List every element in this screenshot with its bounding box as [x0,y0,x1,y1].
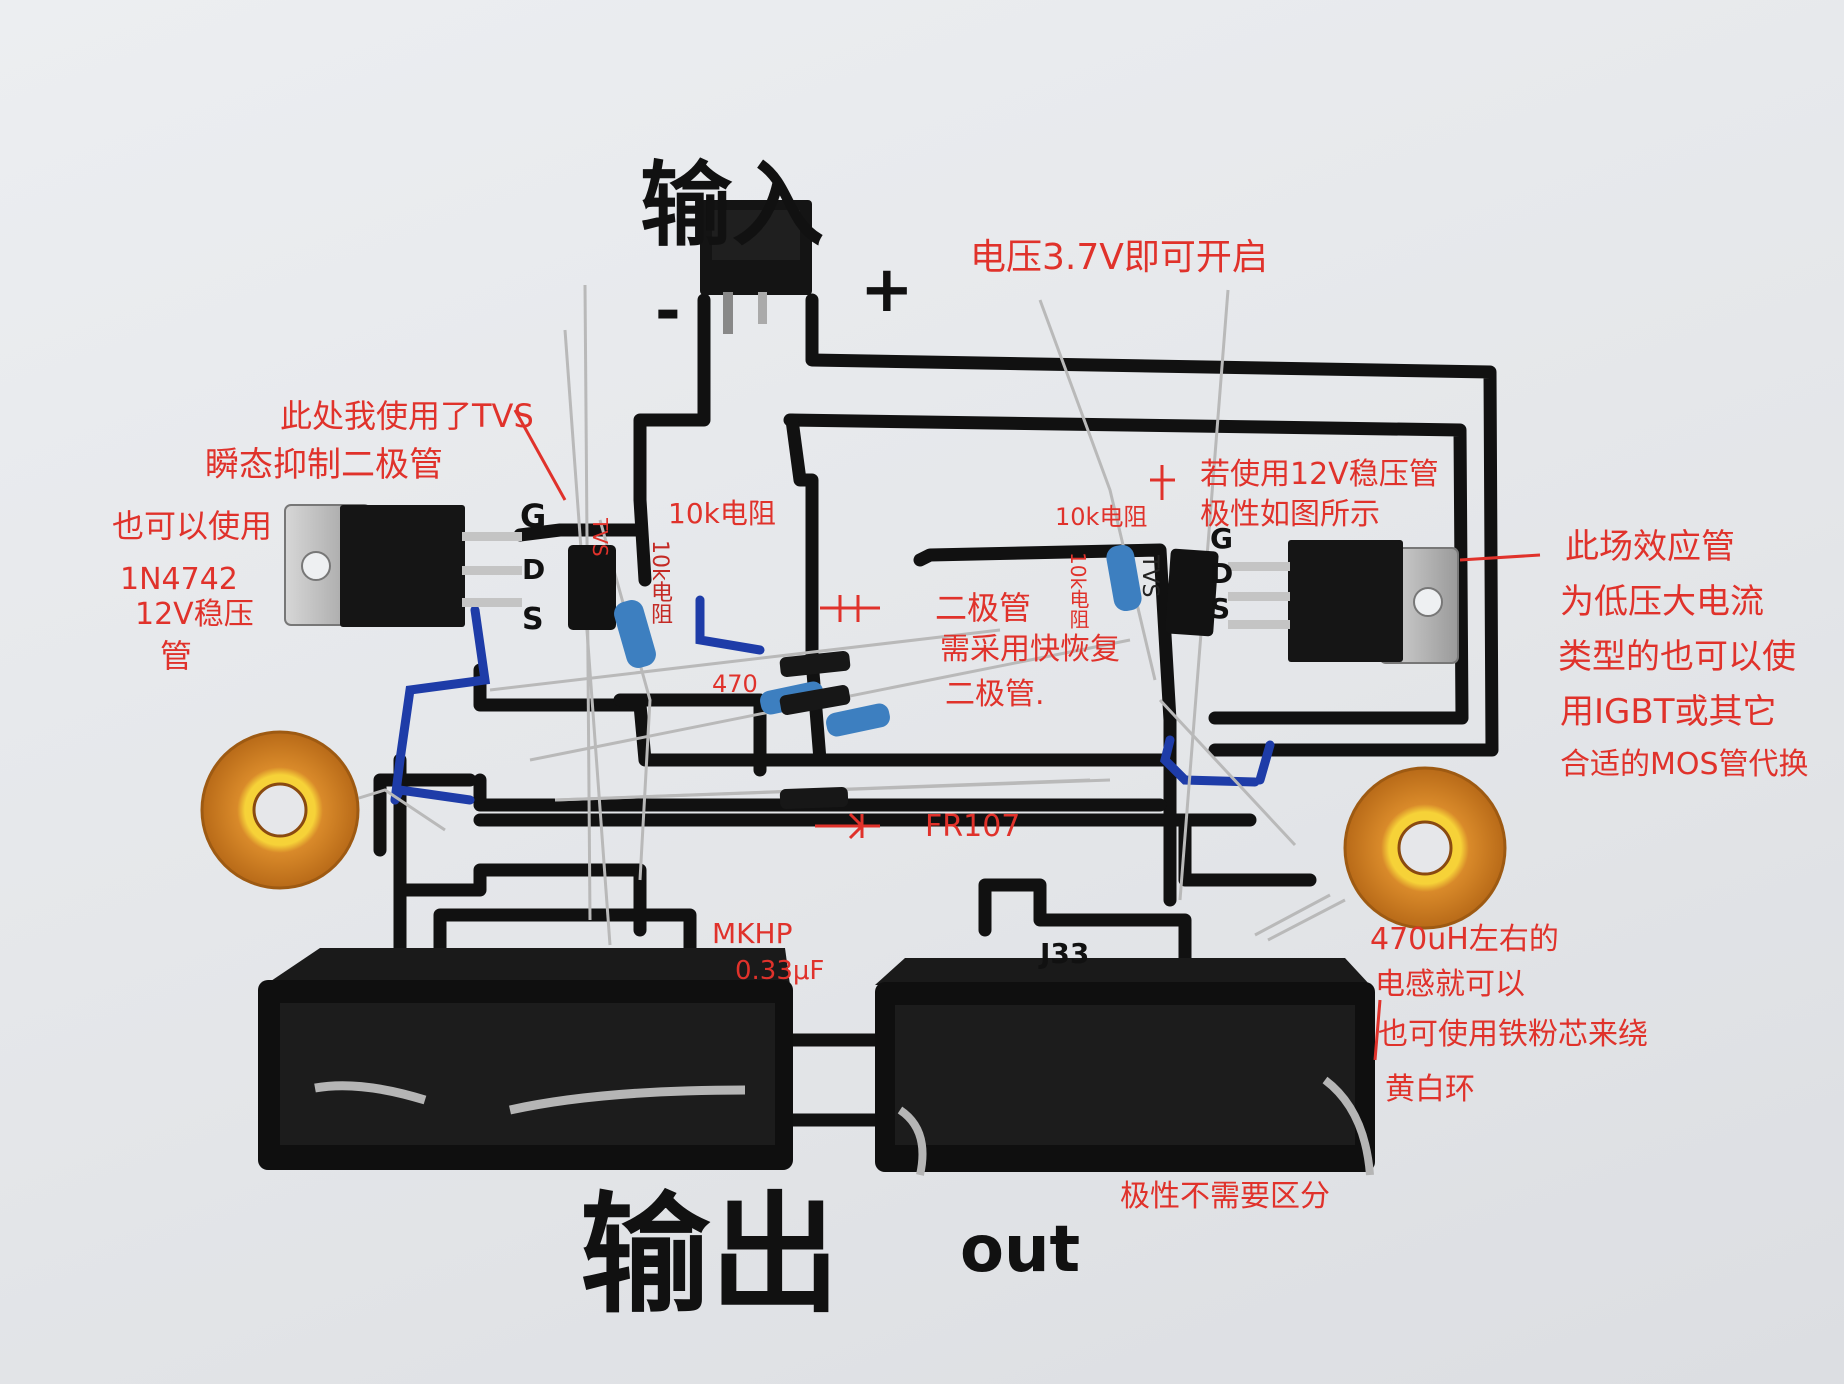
diode-1 [779,650,851,678]
wire-cap-right-top [978,878,1192,967]
resistor-470-label: 470 [712,670,758,698]
capacitor-note-line1: MKHP [712,917,793,950]
tvs-label-left: TVS [588,518,612,557]
capacitor-note-line2: 0.33μF [735,956,825,986]
mosfet-note-line3: 类型的也可以使 [1558,637,1796,677]
mosfet-note-line5: 合适的MOS管代换 [1560,747,1809,782]
zener-note-line3: 12V稳压 [135,597,254,632]
inductor-pointer [1373,999,1382,1061]
zener-note-line2: 1N4742 [120,562,238,597]
left-mosfet [284,504,522,627]
tvs-note-line1: 此处我使用了TVS [280,397,534,435]
resistors [614,544,1142,737]
wire-input-positive [805,293,1499,757]
pin-g-left: G [520,497,547,535]
diode-fr107 [779,787,849,809]
zener12-note-line1: 若使用12V稳压管 [1200,457,1439,492]
zener-note-line1: 也可以使用 [112,507,273,545]
mosfet-note-line1: 此场效应管 [1565,527,1735,567]
resistor-left-label: 10k电阻 [668,497,776,530]
pin-d-left: D [522,553,546,586]
left-capacitor [258,948,793,1170]
red-marks [513,409,1541,1061]
wire-left-source [473,773,1167,812]
right-tvs-body [1165,548,1219,637]
wires [373,293,1499,1127]
wire-left-gate [513,523,647,542]
wire-to-left-cap [393,863,647,937]
right-zener-symbol [1150,465,1175,500]
fr107-arrow-symbol [815,812,880,840]
left-inductor [200,730,360,890]
lead-left-tvs-2 [563,329,612,946]
diode-note-line1: 二极管 [935,589,1032,627]
mosfet-pointer-line [1459,553,1541,562]
tvs-pointer-arrow [513,409,567,501]
wire-top-bus [783,413,1469,725]
blue-wire-corner [1255,740,1275,785]
blue-wires [390,595,1275,805]
tvs-label-right: TVS [1137,555,1162,598]
blue-wire-mid [695,595,765,655]
input-title: 输入 [640,152,825,259]
lead-right-resistor [1038,299,1157,681]
input-plus: + [860,253,914,327]
lead-left-resistor [598,519,652,881]
voltage-note: 电压3.7V即可开启 [970,237,1268,278]
wire-mid-horizontal [613,693,767,777]
mosfet-note-line2: 为低压大电流 [1560,582,1764,622]
input-minus: - [655,274,681,347]
diode-note-line3: 二极管. [945,677,1045,712]
pin-g-right: G [1210,522,1233,555]
resistor-left-vertical: 10k电阻 [647,540,672,625]
pin-d-right: D [1210,557,1234,590]
tvs-diodes [568,545,1219,637]
fast-diodes [779,650,851,809]
wire-left-mid-to-cap [373,773,477,857]
lead-right-x [1158,698,1297,847]
lead-inductor-right [1254,893,1346,942]
blue-wire-left [390,605,491,805]
right-inductor [1343,766,1507,930]
lead-diode-1 [489,628,1001,692]
pin-s-right: S [1210,592,1231,625]
inductor-note-line4: 黄白环 [1385,1072,1475,1107]
zener-note-line4: 管 [160,637,193,675]
diode-2 [779,685,851,715]
wire-cap-left-top [433,908,697,987]
left-resistor [614,600,656,668]
mosfet-note-line4: 用IGBT或其它 [1560,692,1777,732]
output-english: out [960,1213,1081,1287]
inductor-note-line1: 470uH左右的 [1370,922,1559,957]
polarity-note: 极性不需要区分 [1120,1179,1330,1214]
fr107-label: FR107 [925,809,1021,844]
wire-between-caps [783,1033,887,1127]
zener12-note-line2: 极性如图所示 [1200,497,1380,532]
right-mosfet [1228,540,1459,664]
inductor-note-line3: 也可使用铁粉芯来绕 [1378,1017,1648,1052]
pin-s-left: S [522,602,544,637]
resistor-right-label: 10k电阻 [1055,503,1148,531]
blue-wire-right [1160,735,1260,787]
diode-note-line2: 需采用快恢复 [940,632,1120,667]
right-resistor [1106,544,1142,612]
left-diode-symbol [820,595,880,622]
center-resistor-2 [826,703,890,737]
left-tvs-body [568,545,616,630]
cap-right-marking: J33 [1040,937,1090,970]
wire-right-gate [913,543,1177,907]
dc-input-jack [700,200,812,334]
resistor-right-vertical: 10k电阻 [1066,552,1090,630]
right-capacitor [875,958,1375,1176]
wire-right-down [1178,813,1317,887]
output-title: 输出 [580,1179,841,1331]
tvs-note-line2: 瞬态抑制二极管 [205,445,443,485]
inductor-note-line2: 电感就可以 [1375,967,1525,1002]
